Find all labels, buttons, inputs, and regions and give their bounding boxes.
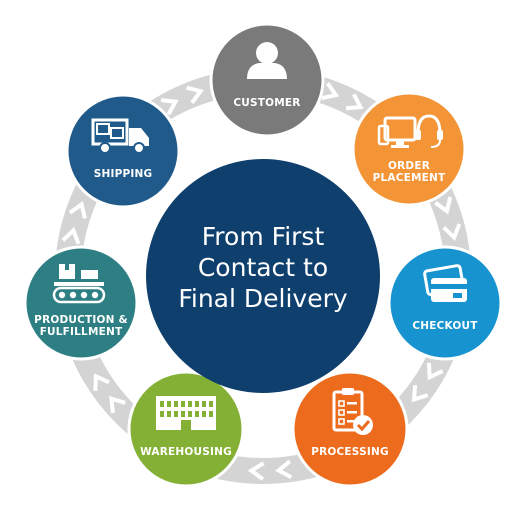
stage-label-production-fulfillment: FULFILLMENT — [40, 326, 123, 338]
center-disc — [146, 159, 380, 393]
ring-chevron — [275, 459, 293, 479]
ring-chevron — [434, 196, 453, 215]
stage-label-production-fulfillment: PRODUCTION & — [34, 314, 128, 326]
building-icon — [156, 396, 216, 430]
stage-production-fulfillment: PRODUCTION &FULFILLMENT — [23, 245, 139, 361]
ring-chevron — [247, 461, 265, 481]
computer-headset-icon — [377, 114, 443, 148]
ring-chevron — [426, 362, 444, 381]
ring-chevron — [61, 226, 81, 245]
stage-disc-shipping — [65, 93, 181, 209]
credit-card-icon — [423, 264, 467, 302]
stage-warehousing: WAREHOUSING — [127, 370, 245, 488]
stage-label-order-placement: ORDER — [388, 160, 430, 172]
conveyor-boxes-icon — [52, 264, 106, 304]
center-title-line-3: Final Delivery — [178, 284, 348, 313]
ring-chevron — [109, 395, 126, 414]
ring-chevron — [442, 223, 462, 241]
ring-chevron — [68, 201, 87, 219]
ring-chevron — [411, 385, 429, 403]
ring-chevron — [186, 85, 205, 104]
center-circle: From First Contact to Final Delivery — [146, 159, 380, 393]
stage-label-customer: CUSTOMER — [233, 97, 300, 109]
stage-shipping: SHIPPING — [65, 93, 181, 209]
stage-label-processing: PROCESSING — [311, 446, 389, 458]
ring-chevron — [321, 82, 340, 101]
center-title-line-1: From First — [202, 222, 325, 251]
ring-chevron — [160, 98, 179, 116]
stage-disc-checkout — [387, 245, 503, 361]
stage-label-checkout: CHECKOUT — [412, 320, 478, 332]
stage-label-shipping: SHIPPING — [94, 168, 153, 180]
center-title-line-2: Contact to — [198, 253, 328, 282]
clipboard-check-icon — [332, 388, 373, 435]
ring-chevron — [345, 93, 364, 111]
stage-checkout: CHECKOUT — [387, 245, 503, 361]
stage-disc-order-placement — [351, 91, 467, 207]
truck-icon — [91, 118, 149, 154]
ring-chevron — [93, 373, 110, 391]
stage-label-warehousing: WAREHOUSING — [140, 446, 232, 458]
stage-label-order-placement: PLACEMENT — [373, 172, 446, 184]
person-icon — [247, 42, 287, 79]
stage-disc-customer — [209, 22, 325, 138]
stage-customer: CUSTOMER — [209, 22, 325, 138]
stage-processing: PROCESSING — [291, 370, 409, 488]
